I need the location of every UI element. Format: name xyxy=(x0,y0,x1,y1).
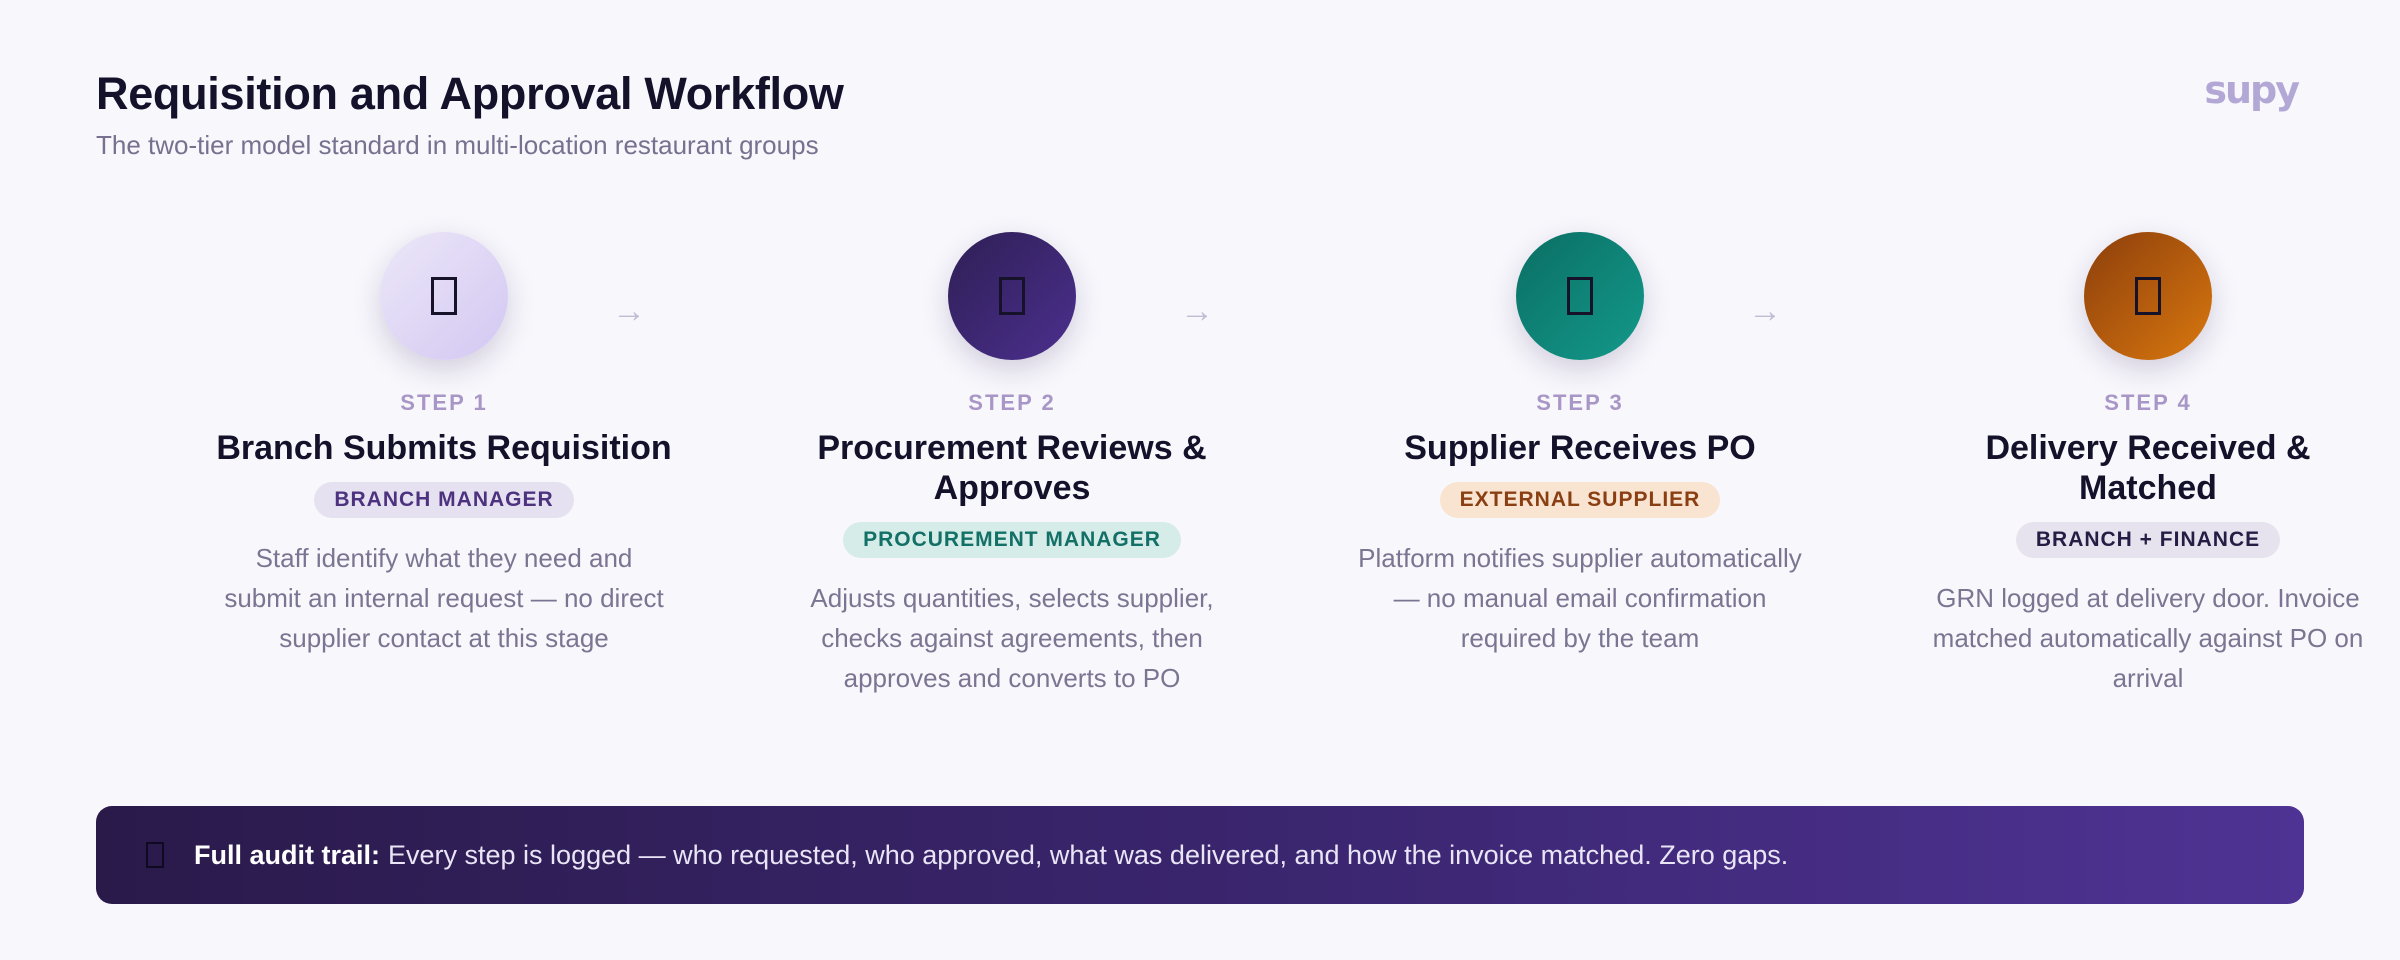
step-title: Supplier Receives PO xyxy=(1404,429,1756,467)
banner-text: Full audit trail: Every step is logged — … xyxy=(194,840,1788,871)
step-4: STEP 4 Delivery Received & Matched BRANC… xyxy=(1913,232,2383,698)
audit-trail-banner: Full audit trail: Every step is logged — … xyxy=(96,806,2304,904)
step-title: Branch Submits Requisition xyxy=(216,429,672,467)
step-2: STEP 2 Procurement Reviews & Approves PR… xyxy=(777,232,1247,698)
role-badge: EXTERNAL SUPPLIER xyxy=(1439,482,1721,518)
role-badge: BRANCH + FINANCE xyxy=(2015,522,2281,558)
step-description: Platform notifies supplier automatically… xyxy=(1358,543,1802,653)
step-1: STEP 1 Branch Submits Requisition BRANCH… xyxy=(209,232,679,658)
step-description: GRN logged at delivery door. Invoice mat… xyxy=(1932,583,2364,693)
brand-logo: supy xyxy=(2204,68,2300,112)
mail-icon xyxy=(1516,232,1644,360)
page-title: Requisition and Approval Workflow xyxy=(96,68,844,119)
step-description: Adjusts quantities, selects supplier, ch… xyxy=(810,583,1214,693)
lock-icon xyxy=(146,842,164,868)
step-description: Staff identify what they need and submit… xyxy=(224,543,664,653)
arrow-right-icon: → xyxy=(1748,292,1782,330)
arrow-right-icon: → xyxy=(1180,292,1214,330)
arrow-right-icon: → xyxy=(612,292,646,330)
header: Requisition and Approval Workflow The tw… xyxy=(96,68,844,161)
page-subtitle: The two-tier model standard in multi-loc… xyxy=(96,130,819,160)
step-number: STEP 3 xyxy=(1536,390,1624,415)
step-number: STEP 4 xyxy=(2104,390,2192,415)
step-3: STEP 3 Supplier Receives PO EXTERNAL SUP… xyxy=(1345,232,1815,658)
step-number: STEP 2 xyxy=(968,390,1056,415)
step-title: Delivery Received & Matched xyxy=(1985,429,2311,507)
banner-strong: Full audit trail: xyxy=(194,839,380,870)
step-number: STEP 1 xyxy=(400,390,488,415)
banner-body: Every step is logged — who requested, wh… xyxy=(388,839,1789,870)
package-icon xyxy=(2084,232,2212,360)
document-icon xyxy=(380,232,508,360)
role-badge: BRANCH MANAGER xyxy=(314,482,574,518)
checklist-icon xyxy=(948,232,1076,360)
step-title: Procurement Reviews & Approves xyxy=(817,429,1207,507)
workflow-steps: STEP 1 Branch Submits Requisition BRANCH… xyxy=(96,232,2363,732)
role-badge: PROCUREMENT MANAGER xyxy=(843,522,1181,558)
